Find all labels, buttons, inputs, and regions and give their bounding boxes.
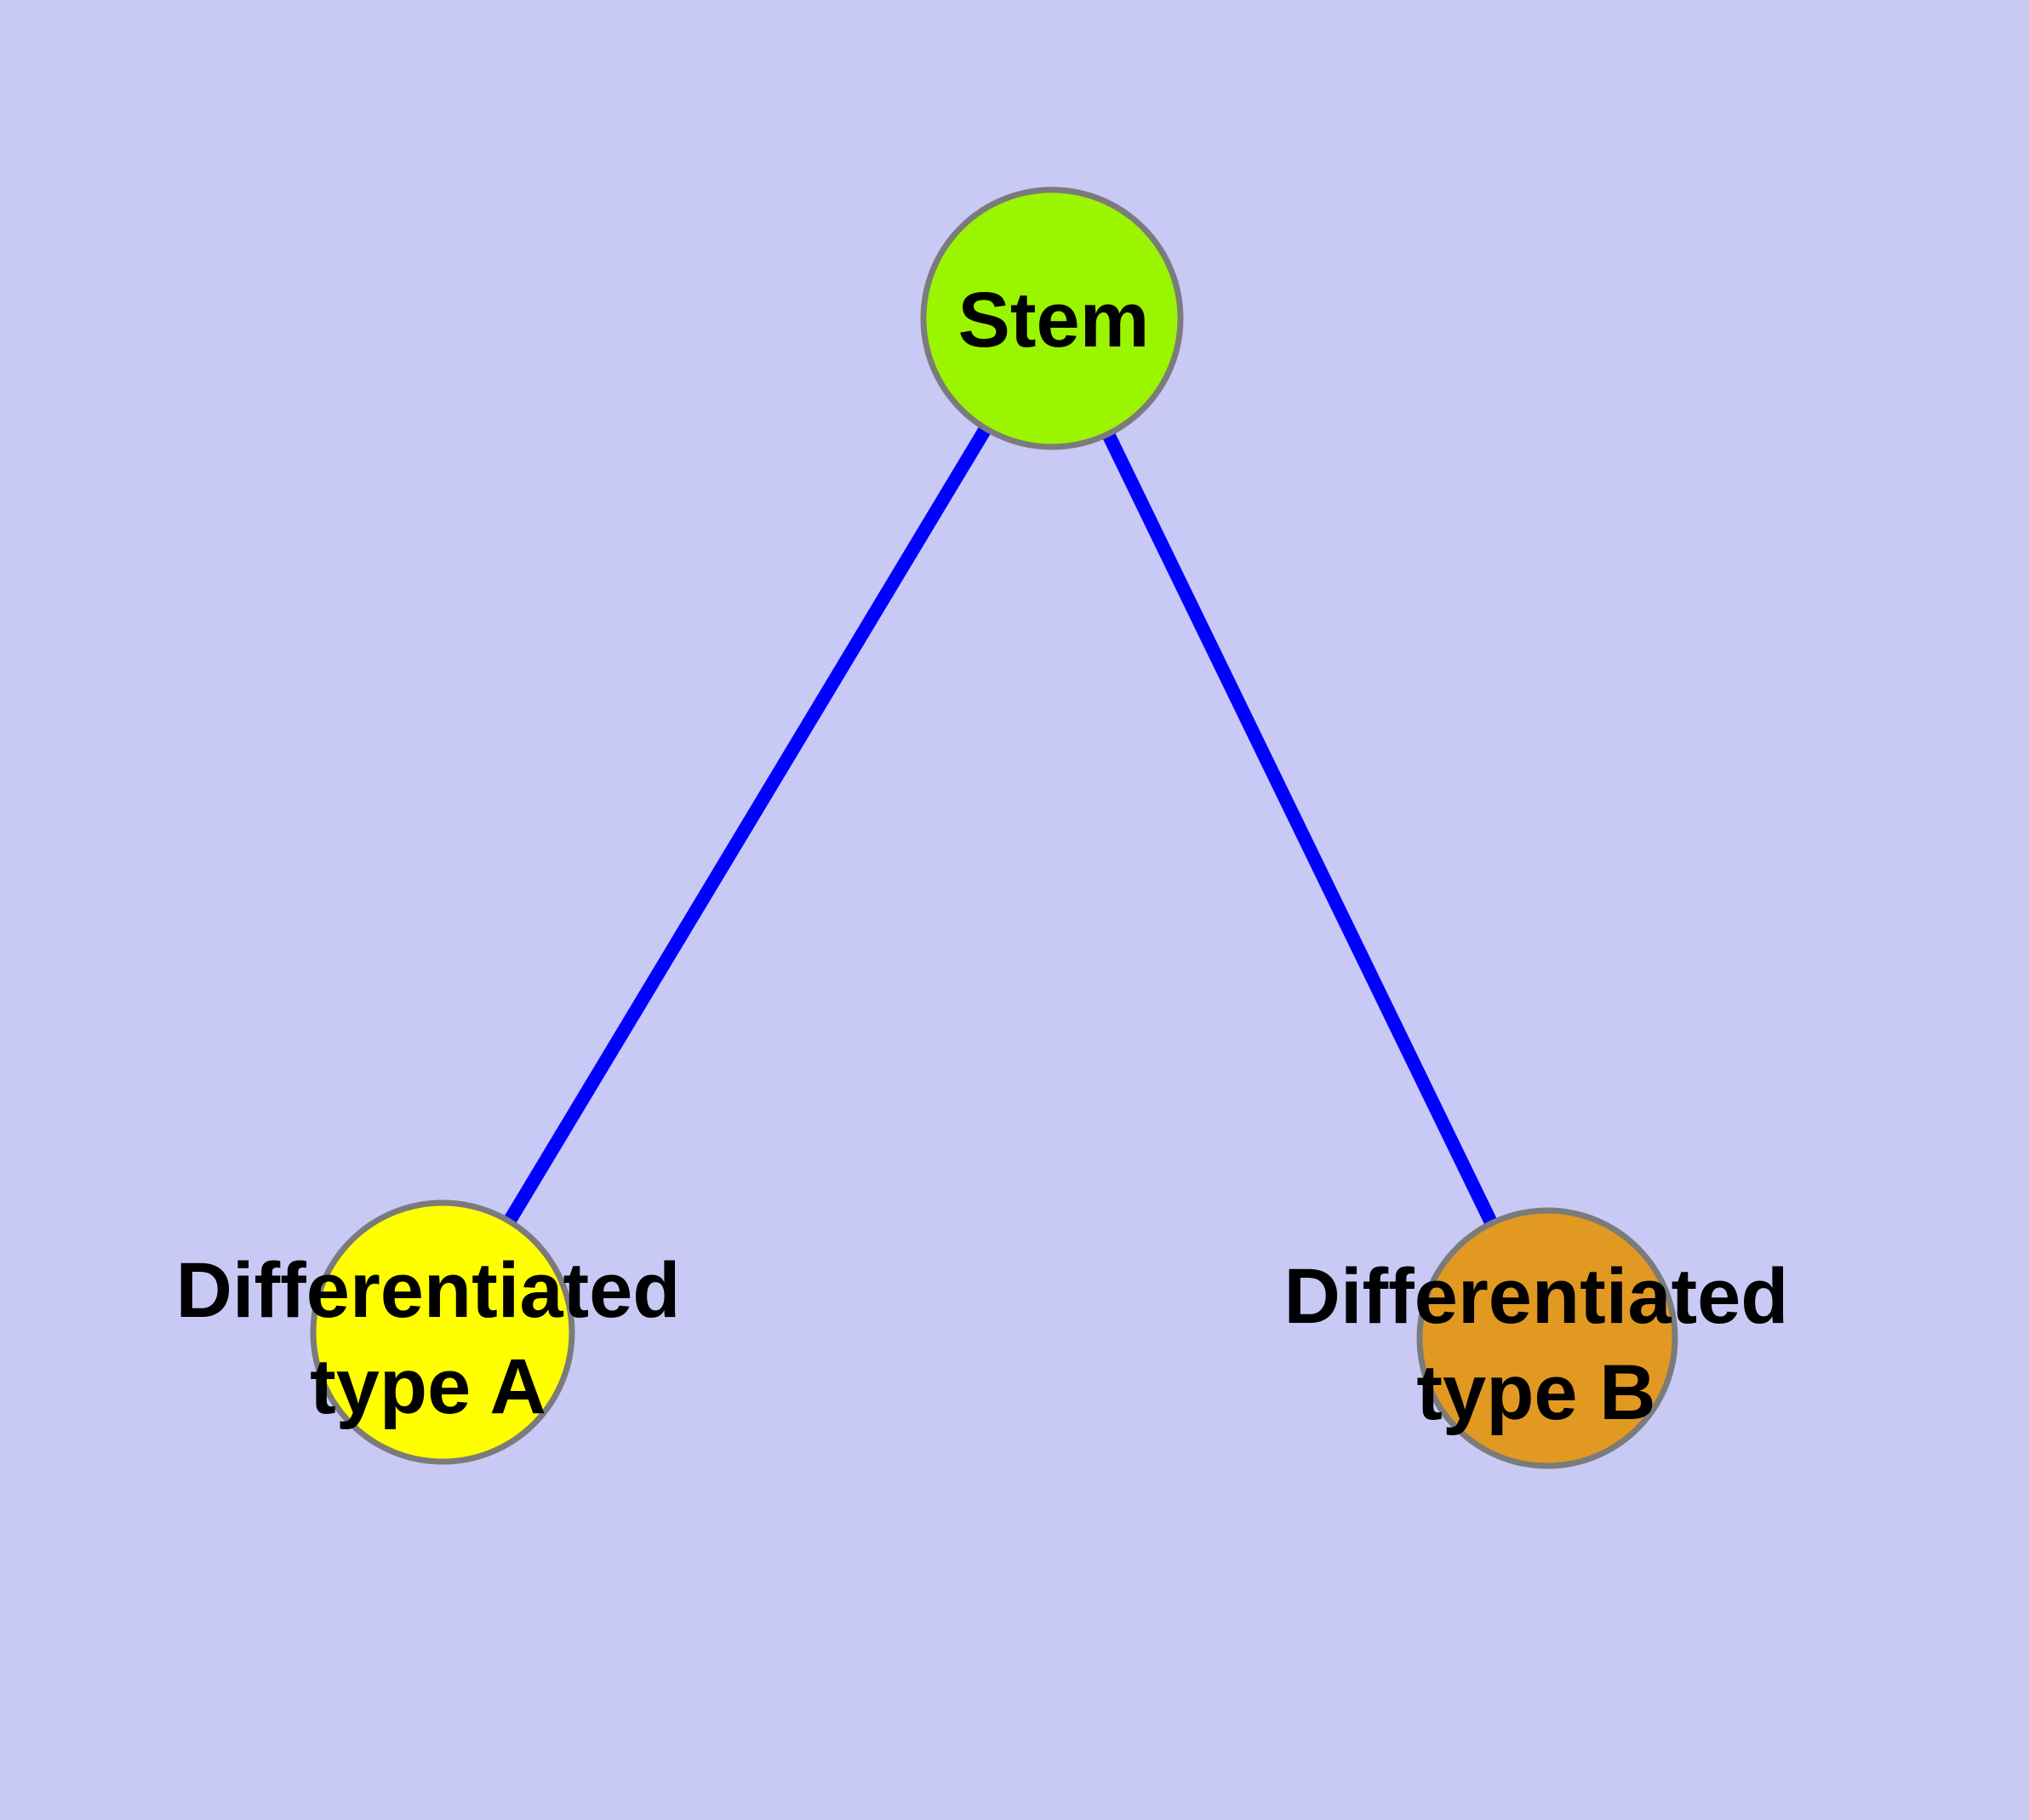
edge-stem-to-type-a [436,312,1059,1339]
node-stem-label: Stem [958,277,1150,363]
node-differentiated-type-a-label-line1: Differentiated [176,1247,681,1334]
node-differentiated-type-b: Differentiated type B [1284,1207,1789,1469]
node-differentiated-type-a-label-line2: type A [310,1343,546,1430]
node-differentiated-type-b-label-line2: type B [1416,1349,1655,1436]
edge-stem-to-type-b [1045,312,1554,1345]
node-stem-circle [920,186,1184,450]
node-differentiated-type-b-circle [1416,1207,1678,1469]
node-stem: Stem [920,186,1184,450]
node-differentiated-type-a-circle [310,1199,575,1465]
node-differentiated-type-b-label-line1: Differentiated [1284,1253,1789,1340]
node-differentiated-type-a: Differentiated type A [176,1199,681,1465]
